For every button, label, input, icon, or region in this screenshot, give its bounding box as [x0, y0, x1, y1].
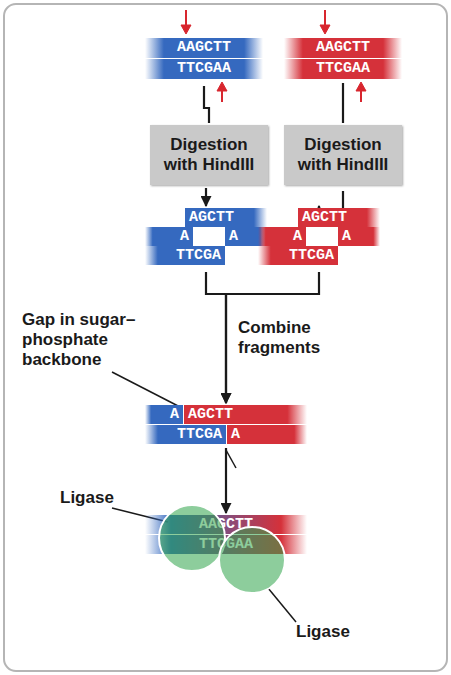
dna-strand: AAGCTT [145, 515, 307, 534]
leader-line [112, 372, 182, 408]
box-label: Digestion with HindIII [284, 135, 402, 175]
cut-arrow-head [320, 25, 330, 34]
dna-fragments: AGCTTAATTCGA [145, 208, 267, 266]
dna-strand: A [338, 227, 380, 246]
flow-arrow [226, 272, 319, 403]
process-box: Digestion with HindIII [284, 125, 402, 185]
dna-strand: AGCTT [184, 405, 307, 424]
cut-arrow [360, 90, 362, 102]
cut-arrow [324, 10, 326, 26]
dna-strand: TTCGA [258, 246, 338, 265]
leader-line [268, 588, 296, 622]
flow-arrow [225, 448, 227, 513]
dna-strand: TTCGAA [145, 59, 263, 79]
leader-line [226, 450, 236, 468]
cut-arrow-head [356, 82, 366, 91]
dna-strand: A [145, 227, 193, 246]
flow-arrow [205, 188, 207, 206]
dna-strand: AAGCTT [145, 38, 263, 58]
annealed-dna: AAGCTTTTCGAA [145, 405, 307, 445]
callout-label: Ligase [60, 488, 140, 508]
cut-arrow-head [181, 25, 191, 34]
ligated-dna: AAGCTTTTCGAA [145, 515, 307, 555]
dna-strand: A [227, 425, 307, 444]
process-box: Digestion with HindIII [150, 125, 268, 185]
dna-strand: A [145, 405, 183, 424]
flow-arrow [204, 86, 209, 123]
outer-frame [4, 4, 447, 671]
dna-strand: TTCGAA [284, 59, 402, 79]
dna-strand: A [258, 227, 306, 246]
cut-arrow-head [217, 82, 227, 91]
flow-arrow [342, 83, 344, 123]
dna-fragments: AGCTTA ATTCGA [258, 208, 380, 266]
cut-arrow [221, 90, 223, 102]
dna-duplex: AAGCTTTTCGAA [284, 38, 402, 80]
callout-label: Ligase [296, 622, 376, 642]
callout-label: Gap in sugar–phosphate backbone [22, 310, 150, 370]
dna-strand: TTCGA [145, 425, 226, 444]
flow-arrow [206, 272, 226, 403]
dna-strand: TTCGA [145, 246, 225, 265]
dna-duplex: AAGCTTTTCGAA [145, 38, 263, 80]
cut-arrow [185, 10, 187, 26]
dna-strand: AGCTT [185, 208, 267, 227]
box-label: Digestion with HindIII [150, 135, 268, 175]
callout-label: Combine fragments [238, 318, 348, 358]
dna-strand: AAGCTT [284, 38, 402, 58]
dna-strand: TTCGAA [145, 535, 307, 554]
dna-strand: AGCTT [298, 208, 380, 227]
